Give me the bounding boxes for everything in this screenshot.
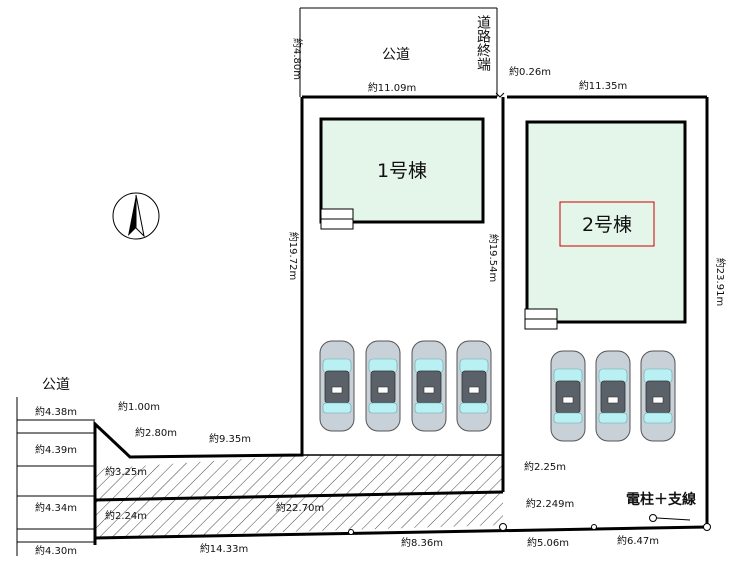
car-icon — [456, 340, 492, 432]
survey-point-icon — [348, 529, 354, 535]
dim-west-1: 約4.38m — [35, 405, 77, 418]
dim-easement-1: 約2.25m — [524, 460, 566, 473]
parking-lot-2 — [550, 350, 676, 442]
car-icon — [640, 350, 676, 442]
dim-west-2: 約4.39m — [35, 443, 77, 456]
dim-top-gap: 約0.26m — [509, 65, 551, 78]
dim-left-side: 約19.72m — [287, 232, 300, 280]
dim-right-side: 約23.91m — [714, 258, 727, 306]
dim-corner-1: 約1.00m — [118, 400, 160, 413]
building-2-label: 2号棟 — [582, 214, 632, 236]
north-road — [299, 7, 498, 97]
road-west-label: 公道 — [42, 377, 70, 393]
utility-pole-label: 電柱＋支線 — [626, 491, 696, 508]
easement-hatched — [95, 455, 503, 538]
dim-lot-south-1: 約9.35m — [209, 432, 251, 445]
dim-middle-side: 約19.54m — [487, 234, 500, 282]
car-icon — [411, 340, 447, 432]
car-icon — [595, 350, 631, 442]
utility-pole-icon — [649, 514, 657, 522]
road-end-label: 道路終端 — [475, 15, 491, 71]
dim-road-width-north: 約4.80m — [291, 38, 304, 80]
building-1: 1号棟 — [319, 117, 485, 230]
building-2: 2号棟 — [524, 120, 687, 330]
dim-easement-2: 約2.249m — [526, 497, 574, 510]
car-icon — [319, 340, 355, 432]
car-icon — [365, 340, 401, 432]
road-north-label: 公道 — [382, 47, 410, 63]
dim-corner-4: 約2.24m — [105, 509, 147, 522]
dim-lot-south-2: 約22.70m — [276, 501, 324, 514]
car-icon — [550, 350, 586, 442]
north-arrow-icon — [112, 192, 160, 240]
dim-top-right: 約11.35m — [579, 79, 627, 92]
road-end-marker — [495, 92, 505, 98]
dim-corner-2: 約2.80m — [135, 426, 177, 439]
dim-west-4: 約4.30m — [35, 544, 77, 557]
dim-bottom-1: 約14.33m — [200, 542, 248, 555]
dim-top-left: 約11.09m — [368, 81, 416, 94]
survey-point-icon — [703, 523, 711, 531]
west-road-ticks — [16, 397, 95, 556]
dim-corner-3: 約3.25m — [105, 465, 147, 478]
dim-west-3: 約4.34m — [35, 501, 77, 514]
dim-bottom-2: 約8.36m — [401, 536, 443, 549]
parking-lot-1 — [319, 340, 492, 432]
building-1-label: 1号棟 — [377, 160, 427, 182]
lot-boundaries — [93, 95, 709, 545]
survey-point-icon — [499, 523, 507, 531]
dim-bottom-4: 約6.47m — [617, 534, 659, 547]
survey-point-icon — [591, 524, 597, 530]
survey-markers — [348, 514, 711, 535]
dim-bottom-3: 約5.06m — [527, 536, 569, 549]
